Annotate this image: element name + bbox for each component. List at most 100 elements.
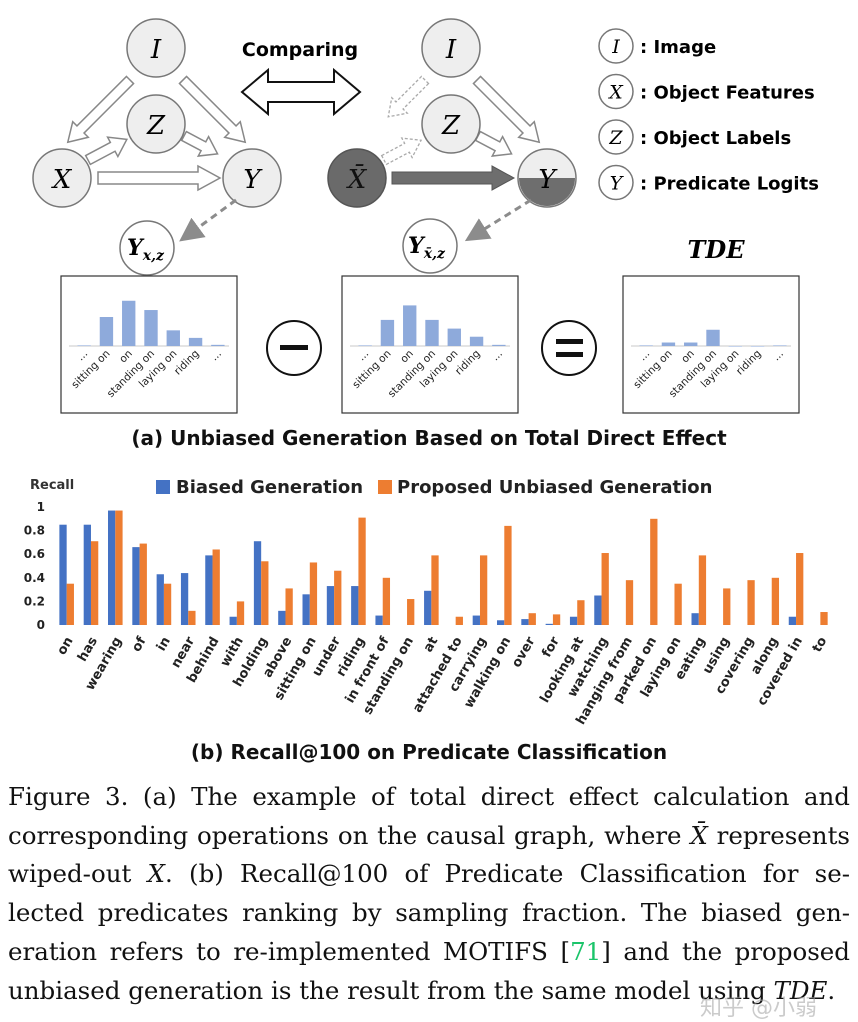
mini-chart-bar [211, 344, 225, 346]
dark-arrow-Xbar-to-Y [391, 165, 516, 191]
bar-unbiased [552, 614, 561, 625]
mini-chart-bar [492, 344, 506, 346]
output-node-left [119, 220, 175, 276]
legend-node-circle [598, 164, 634, 201]
caption-symbol-tde: TDE [773, 975, 828, 1005]
legend-node-symbol: X [607, 82, 624, 104]
dashed-hollow-arrow-I-to-Xbar [387, 75, 430, 118]
legend-node-circle [598, 28, 634, 64]
y-axis-label: Recall [30, 478, 74, 493]
caption-symbol-xbar: X̄ [690, 820, 708, 850]
bar-unbiased [796, 553, 804, 625]
bar-biased [497, 620, 505, 625]
bar-unbiased [504, 525, 512, 625]
y-tick-label: 0.4 [24, 571, 45, 585]
bar-biased [375, 615, 383, 625]
bar-unbiased [163, 583, 172, 625]
caption-line-3b: . (b) Recall@100 of Predicate Classifica… [165, 859, 850, 889]
equals-operator [541, 320, 597, 376]
bar-biased [326, 586, 335, 625]
causal-graph-diagram: I Z X Y Yx,z Comparing I Z [32, 18, 819, 414]
legend-node-label: : Image [640, 37, 716, 58]
bar-unbiased [479, 555, 488, 625]
mini-chart-bar [403, 305, 417, 346]
citation-link-71[interactable]: 71 [570, 936, 602, 966]
legend-node-symbol: Z [608, 127, 623, 149]
mini-chart-bar [358, 345, 372, 346]
legend-label-biased: Biased Generation [176, 477, 363, 498]
bar-unbiased [90, 541, 99, 625]
bar-biased [594, 595, 602, 625]
bar-biased [132, 547, 140, 625]
dashed-arrow-left-output [179, 198, 237, 242]
y-tick-label: 0.2 [24, 594, 45, 608]
caption-line-6b: . [827, 975, 836, 1005]
node-X-left [32, 148, 92, 208]
x-tick-label: at [421, 635, 441, 655]
legend-label-unbiased: Proposed Unbiased Generation [397, 477, 712, 498]
bar-unbiased [334, 570, 342, 625]
bar-biased [788, 616, 797, 625]
caption-line-4: lected predicates ranking by sampling fr… [8, 898, 850, 928]
mini-chart-bar [188, 337, 203, 346]
x-tick-label: of [129, 634, 149, 654]
hollow-arrow-I-to-Y [178, 75, 247, 144]
hollow-arrow-I-to-X [66, 75, 135, 144]
x-tick-label: to [810, 634, 831, 655]
right-causal-graph: I Z X̄ Y Yx̄,z TDE [327, 18, 746, 274]
bar-unbiased [407, 599, 415, 625]
mini-chart-bar [639, 345, 653, 346]
bar-unbiased [820, 612, 828, 625]
bar-biased [83, 524, 91, 625]
mini-chart-bar [166, 330, 180, 346]
bar-unbiased [455, 616, 463, 625]
mini-chart-bar [99, 317, 114, 346]
legend-node-symbol: Y [610, 173, 625, 195]
tde-label: TDE [688, 235, 746, 264]
output-mid-label: Yx̄,z [408, 233, 446, 262]
bar-biased [108, 510, 116, 625]
hollow-arrow-Z-to-Y [180, 130, 219, 157]
bar-biased [545, 623, 553, 625]
bar-unbiased [771, 577, 780, 625]
caption-line-6a: unbiased generation is the result from t… [8, 975, 774, 1005]
node-X-left-label: X [51, 165, 73, 195]
node-Y-right-shade [519, 178, 575, 206]
bar-biased [521, 619, 529, 625]
x-tick-label: for [539, 634, 563, 660]
hollow-arrow-Z-to-Y-right [474, 130, 513, 157]
minus-icon [280, 345, 308, 350]
bar-biased [424, 590, 432, 625]
caption-line-2b: represents [707, 820, 850, 850]
mini-chart-bar [661, 342, 676, 346]
bar-unbiased [285, 588, 293, 625]
node-Z-right [421, 94, 481, 154]
caption-line-3a: wiped-out [8, 859, 148, 889]
figure-caption: Figure 3. (a) The example of total direc… [8, 778, 850, 1010]
mini-chart-bar [122, 300, 136, 346]
bar-unbiased [650, 518, 658, 625]
mini-chart-bar [469, 336, 484, 346]
mini-chart-bar [684, 342, 698, 346]
y-tick-label: 0.8 [24, 524, 45, 538]
node-Z-right-label: Z [441, 111, 461, 141]
bar-unbiased [747, 580, 755, 625]
mini-chart-bar [380, 319, 395, 346]
legend-node-label: : Object Labels [640, 128, 791, 149]
node-I-right [421, 18, 481, 78]
bar-unbiased [236, 601, 245, 625]
mini-chart-bar [144, 310, 158, 346]
legend-node-label: : Predicate Logits [640, 174, 819, 195]
bar-unbiased [66, 583, 74, 625]
output-left-label: Yx,z [127, 235, 165, 264]
hollow-arrow-I-to-Y-right [472, 75, 541, 144]
equals-icon-bottom [556, 352, 583, 357]
bar-biased [569, 616, 578, 625]
mini-chart-bar [706, 329, 720, 346]
x-tick-label: over [509, 634, 539, 670]
bar-unbiased [188, 610, 196, 625]
node-Xbar-label: X̄ [346, 163, 368, 195]
mini-chart-bar [728, 346, 742, 347]
bar-unbiased [528, 613, 536, 625]
x-tick-label: in [154, 635, 174, 654]
